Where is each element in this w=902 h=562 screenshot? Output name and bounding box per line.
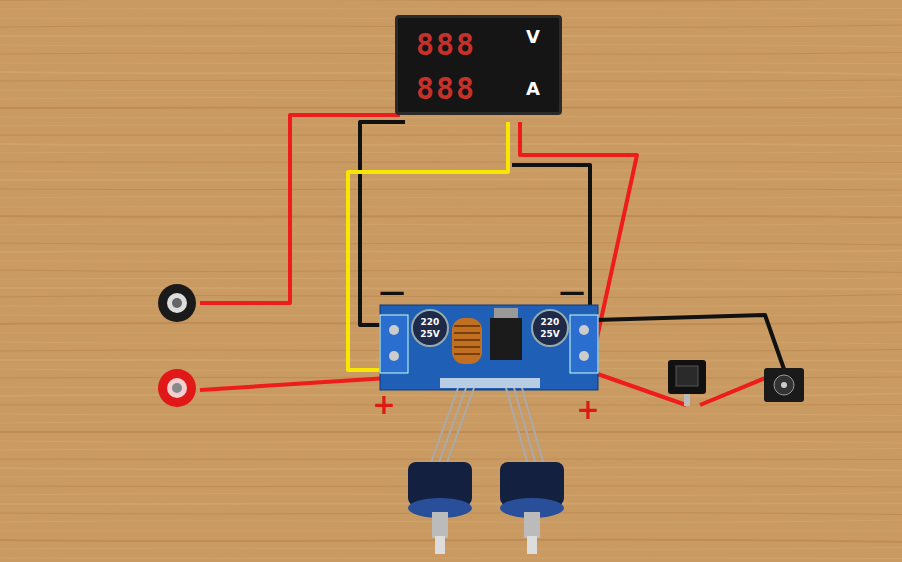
wood-grain-line	[0, 216, 902, 218]
wood-grain-line	[0, 234, 902, 235]
wood-grain-line	[0, 179, 902, 180]
wood-grain-line	[0, 531, 902, 532]
wood-grain-line	[0, 135, 902, 136]
red-wire	[200, 115, 400, 303]
unit-letter: V	[526, 28, 542, 46]
volt-amp-meter: 888V888A	[395, 15, 562, 115]
capacitor-rating: 25V	[540, 330, 560, 339]
wood-grain-line	[0, 421, 902, 423]
wood-grain-line	[0, 520, 902, 522]
unit-letter: A	[526, 80, 542, 98]
minus-sign: —	[379, 279, 405, 305]
wood-grain-line	[0, 189, 902, 190]
rocker-switch	[668, 360, 706, 406]
wood-grain-line	[0, 557, 902, 559]
plus-sign: +	[576, 396, 599, 424]
wood-grain-line	[0, 414, 902, 416]
wood-grain-line	[0, 223, 902, 225]
capacitor-value: 220	[541, 318, 560, 327]
plus-sign: +	[372, 391, 395, 419]
potentiometer	[408, 462, 472, 554]
wood-grain-line	[0, 8, 902, 10]
wood-grain-line	[0, 270, 902, 273]
wood-grain-line	[0, 161, 902, 163]
dc-jack	[764, 368, 804, 402]
minus-sign: —	[559, 279, 585, 305]
wood-grain-line	[0, 458, 902, 460]
red-binding-post	[158, 369, 196, 407]
black-binding-post	[158, 284, 196, 322]
wood-grain-line	[0, 124, 902, 126]
wood-grain-line	[0, 288, 902, 289]
potentiometer	[500, 462, 564, 554]
wood-grain-line	[0, 441, 902, 443]
capacitor-value: 220	[421, 318, 440, 327]
buck-converter-board	[380, 305, 598, 390]
wood-grain-line	[0, 152, 902, 154]
display-digits: 888	[416, 74, 476, 104]
wood-grain-line	[0, 278, 902, 279]
wood-grain-line	[0, 0, 902, 1]
black-wire	[360, 122, 405, 325]
capacitor-rating: 25V	[420, 330, 440, 339]
wood-grain-line	[0, 260, 902, 262]
red-wire	[700, 376, 770, 405]
display-digits: 888	[416, 30, 476, 60]
wood-grain-line	[0, 144, 902, 146]
wood-grain-line	[0, 196, 902, 199]
wood-grain-line	[0, 117, 902, 119]
wood-grain-line	[0, 295, 902, 298]
wood-grain-line	[0, 251, 902, 253]
wood-grain-line	[0, 206, 902, 208]
wood-grain-line	[0, 243, 902, 245]
pot-leads	[430, 388, 544, 465]
red-wire	[200, 378, 388, 390]
wood-grain-line	[0, 548, 902, 550]
wood-grain-line	[0, 540, 902, 542]
wires	[200, 115, 785, 405]
